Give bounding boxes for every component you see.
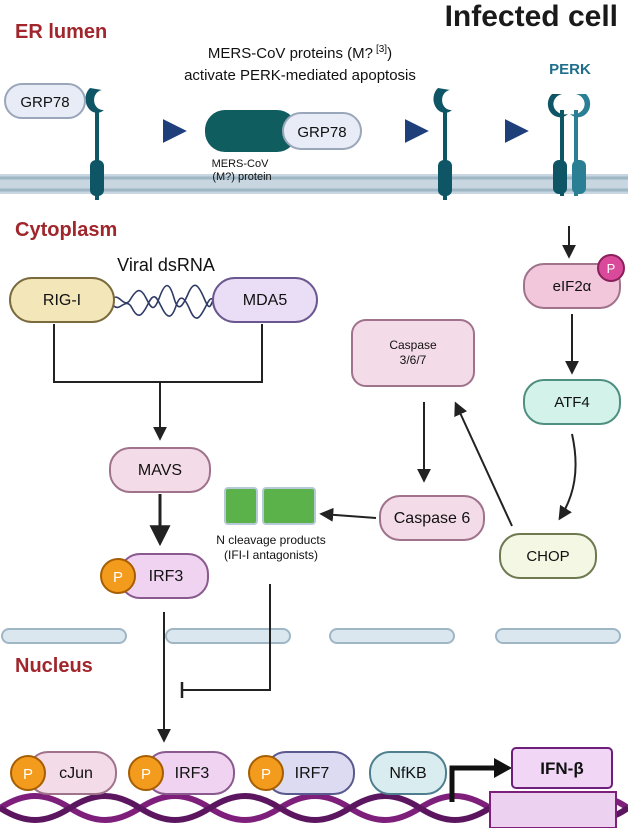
irf3-cyto-label: IRF3 <box>149 568 184 585</box>
eif2a-phospho <box>597 254 625 282</box>
nucleus-label: Nucleus <box>15 655 93 677</box>
ifnb-box <box>511 747 613 789</box>
mers-protein-label-1: MERS-CoV <box>212 158 270 170</box>
ifnb-label: IFN-β <box>540 759 583 778</box>
grp78-bound <box>282 112 362 150</box>
arrow-caspase6-cleavage <box>319 507 377 522</box>
atf4-box <box>523 379 621 425</box>
mavs-label: MAVS <box>138 462 182 479</box>
mers-protein-label-2: (M?) protein <box>212 171 271 183</box>
ire-receptor-left <box>85 88 104 200</box>
promoter-arrow <box>449 765 496 802</box>
mers-protein <box>205 110 297 152</box>
ifnb-gene <box>489 791 617 828</box>
nfkb-label: NfKB <box>389 765 426 782</box>
chop-label: CHOP <box>526 548 569 565</box>
mavs-box <box>109 447 211 493</box>
rigi-mda5-connector <box>53 324 263 383</box>
caspase6-label: Caspase 6 <box>394 510 471 527</box>
irf3-cyto-phospho-label: P <box>113 569 123 586</box>
caspase367-label-1: Caspase <box>389 338 437 352</box>
cytoplasm-label: Cytoplasm <box>15 219 117 241</box>
arrow-atf4-chop <box>558 433 577 521</box>
ire-receptor-free <box>433 88 452 200</box>
er-membrane <box>0 174 628 194</box>
eif2a-box <box>523 263 621 309</box>
caspase6-box <box>379 495 485 541</box>
viral-dsrna <box>111 284 229 309</box>
perk-label: PERK <box>549 61 591 78</box>
infected-cell-title: Infected cell <box>445 0 618 33</box>
irf7-label: IRF7 <box>295 765 330 782</box>
atf4-label: ATF4 <box>554 394 590 411</box>
viral-dsrna-label: Viral dsRNA <box>117 255 215 275</box>
mda5-label: MDA5 <box>243 292 288 309</box>
perk-dimer <box>547 94 591 196</box>
cjun-phospho <box>10 755 46 791</box>
promoter-arrow-head <box>494 758 512 778</box>
cleavage-product-2 <box>262 487 316 525</box>
inhibition-line <box>182 584 271 691</box>
irf7-phospho <box>248 755 284 791</box>
cleavage-label-1: N cleavage products <box>216 533 325 547</box>
cleavage-label-2: (IFI-I antagonists) <box>224 548 318 562</box>
chop-box <box>499 533 597 579</box>
rigi-box <box>9 277 115 323</box>
grp78-left-label: GRP78 <box>20 94 69 111</box>
cjun-label: cJun <box>59 765 93 782</box>
irf3-nuc-label: IRF3 <box>175 765 210 782</box>
grp78-left <box>4 83 86 119</box>
eif2a-phospho-label: P <box>607 261 616 276</box>
mda5-box <box>212 277 318 323</box>
er-lumen-label: ER lumen <box>15 21 107 43</box>
nfkb-box <box>369 751 447 795</box>
eif2a-label: eIF2α <box>553 278 592 295</box>
caspase367-label-2: 3/6/7 <box>400 353 427 367</box>
nuclear-envelope <box>1 628 621 644</box>
grp78-bound-label: GRP78 <box>297 124 346 141</box>
cjun-phospho-label: P <box>23 766 33 783</box>
cleavage-product-1 <box>224 487 258 525</box>
irf3-nuc-phospho-label: P <box>141 766 151 783</box>
irf7-phospho-label: P <box>261 766 271 783</box>
er-caption-line1: MERS-CoV proteins (M?[3]) <box>208 44 392 62</box>
irf3-cyto-phospho <box>100 558 136 594</box>
arrow-chop-caspase367 <box>454 401 513 527</box>
irf3-nuc-phospho <box>128 755 164 791</box>
caspase367-box <box>351 319 475 387</box>
er-caption-line2: activate PERK-mediated apoptosis <box>184 67 416 84</box>
rigi-label: RIG-I <box>43 292 81 309</box>
